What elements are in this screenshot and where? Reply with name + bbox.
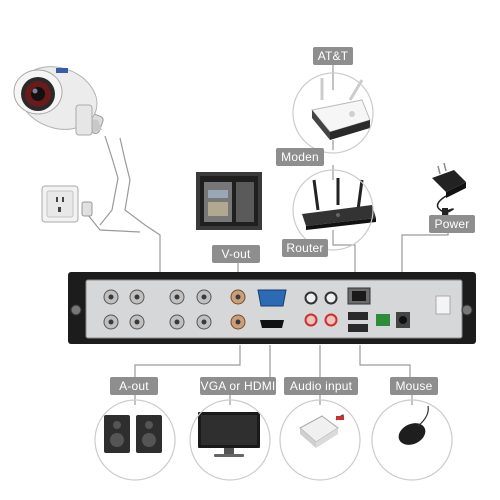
label-vga-hdmi: VGA or HDMI	[200, 377, 276, 395]
modem-device	[311, 78, 371, 140]
bullet-camera	[13, 66, 104, 136]
power-adapter	[432, 162, 466, 216]
router-device	[302, 178, 376, 230]
mouse	[398, 405, 429, 445]
speakers	[104, 415, 162, 453]
power-socket	[41, 185, 93, 223]
dvr-rear-panel	[68, 272, 476, 344]
label-power: Power	[429, 215, 475, 233]
label-vout: V-out	[212, 245, 260, 263]
crt-monitor	[196, 172, 262, 230]
label-att: AT&T	[313, 47, 353, 65]
label-router: Router	[282, 239, 328, 257]
device-circles	[94, 72, 453, 481]
label-aout: A-out	[110, 377, 158, 395]
flat-monitor	[198, 412, 260, 457]
microphone	[299, 414, 344, 448]
label-mouse: Mouse	[390, 377, 438, 395]
connector-lines	[87, 60, 449, 405]
label-audio-input: Audio input	[284, 377, 358, 395]
label-moden: Moden	[276, 148, 324, 166]
